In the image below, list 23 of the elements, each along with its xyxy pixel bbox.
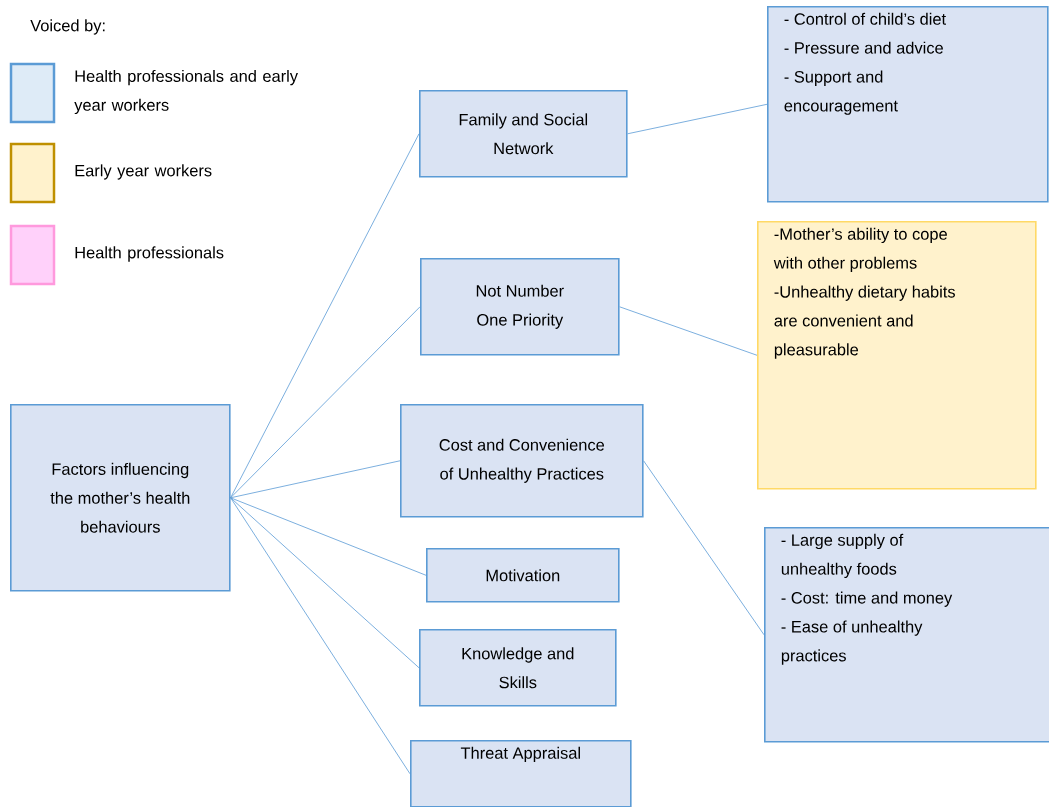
connector-line [230,497,427,576]
text-box: Knowledge and Skills [419,629,617,707]
connector-line [627,103,768,135]
legend-label: Health professionals [75,246,224,262]
legend-title: Voiced by: [30,19,105,35]
connector-line [230,497,420,669]
text-box: Family and Social Network [419,90,628,178]
text-box: Not Number One Priority [420,258,620,356]
text-box: - Control of child’s diet - Pressure and advice - Support and encouragement [767,6,1049,203]
legend-label: Early year workers [75,164,212,180]
connector-line [619,306,758,356]
text-box: -Mother’s ability to cope with other problems -Unhealthy dietary habits are convenient and pleasurable [757,221,1037,490]
connector-line [643,460,765,636]
connector-line [230,306,421,499]
text-box: Threat Appraisal [410,740,632,807]
text-box: Motivation [426,548,620,603]
connector-line [230,460,401,499]
connector-line [230,133,420,499]
legend-label: Health professionals and early year workers [74,69,298,115]
text-box: - Large supply of unhealthy foods - Cost: time and money - Ease of unhealthy practices [764,527,1049,743]
text-box: Cost and Convenience of Unhealthy Practices [400,404,644,518]
text-box: Factors influencing the mother’s health behaviours [10,404,231,592]
connector-line [230,497,411,775]
